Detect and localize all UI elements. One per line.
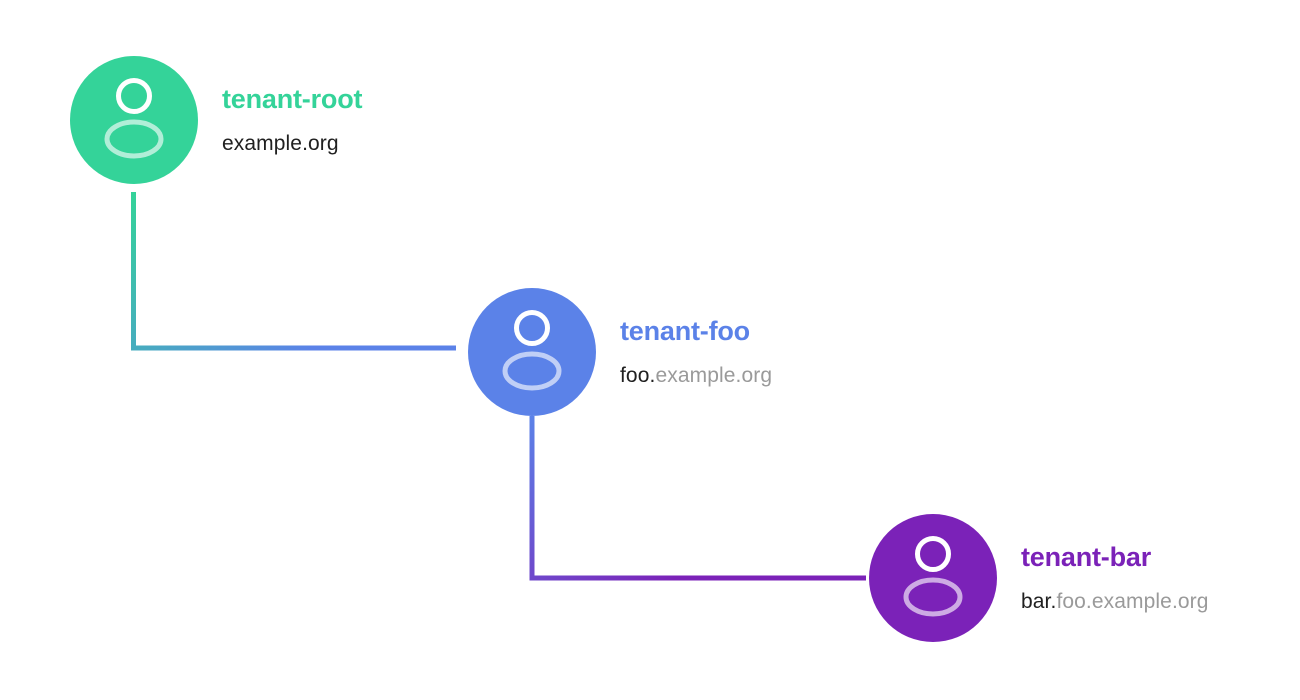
avatar-tenant-bar[interactable]: [869, 514, 997, 642]
domain-prefix-tenant-foo: foo.: [620, 364, 656, 387]
labels-tenant-bar: tenant-bar bar.foo.example.org: [1021, 542, 1209, 613]
domain-parent-tenant-foo: example.org: [655, 364, 773, 387]
domain-parent-tenant-root: example.org: [222, 132, 339, 155]
labels-tenant-root: tenant-root example.org: [222, 84, 363, 155]
edge-root-foo: [131, 192, 456, 351]
node-domain-tenant-foo: foo.example.org: [620, 365, 772, 386]
domain-parent-tenant-bar: foo.example.org: [1056, 590, 1209, 613]
node-tenant-bar[interactable]: tenant-bar bar.foo.example.org: [869, 514, 1209, 642]
node-tenant-root[interactable]: tenant-root example.org: [70, 56, 362, 184]
edge-foo-bar: [529, 416, 866, 581]
node-title-tenant-root: tenant-root: [222, 84, 363, 114]
person-icon: [104, 78, 164, 159]
node-title-tenant-bar: tenant-bar: [1021, 542, 1152, 572]
labels-tenant-foo: tenant-foo foo.example.org: [620, 316, 772, 387]
avatar-tenant-root[interactable]: [70, 56, 198, 184]
node-domain-tenant-bar: bar.foo.example.org: [1021, 591, 1209, 612]
person-icon: [502, 310, 562, 391]
node-tenant-foo[interactable]: tenant-foo foo.example.org: [468, 288, 772, 416]
avatar-tenant-foo[interactable]: [468, 288, 596, 416]
node-domain-tenant-root: example.org: [222, 133, 362, 154]
node-title-tenant-foo: tenant-foo: [620, 316, 750, 346]
person-icon: [903, 536, 963, 617]
domain-prefix-tenant-bar: bar.: [1021, 590, 1057, 613]
